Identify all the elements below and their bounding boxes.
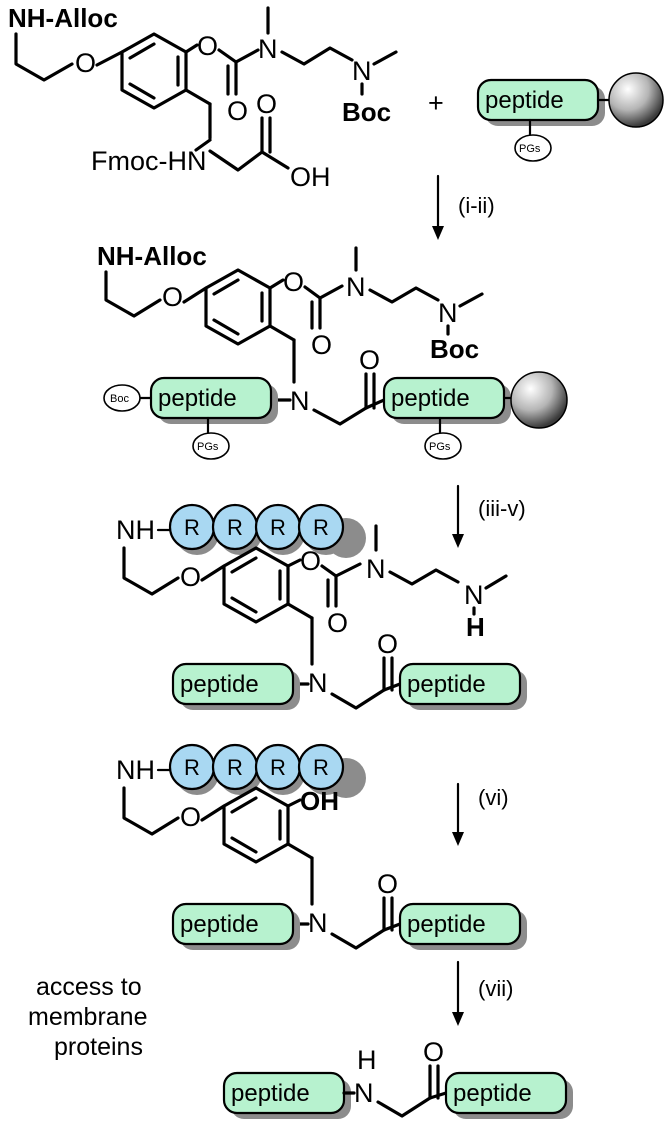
aryl-oxygen-label-3: O bbox=[300, 546, 321, 576]
arg-label: R bbox=[313, 755, 329, 780]
peptide-label-left-4: peptide bbox=[180, 911, 259, 938]
nh-alloc-label: NH-Alloc bbox=[8, 3, 118, 33]
ether-oxygen-label-4: O bbox=[180, 802, 201, 832]
resin-bead-icon-2 bbox=[510, 371, 568, 429]
amide-hydrogen-label-5: H bbox=[357, 1045, 377, 1075]
phenol-oh-label: OH bbox=[300, 786, 339, 816]
starting-material: NH-Alloc O O O N N Boc Fmoc-HN O OH bbox=[8, 3, 398, 192]
peptide-label-right-5: peptide bbox=[453, 1080, 532, 1107]
fmoc-hn-label: Fmoc-HN bbox=[91, 146, 207, 176]
ketone-oxygen-label-3: O bbox=[377, 629, 398, 659]
final-product: peptide N H O peptide bbox=[222, 1037, 573, 1119]
peptide-label-left-5: peptide bbox=[231, 1080, 310, 1107]
arg-label: R bbox=[313, 515, 329, 540]
ketone-oxygen-label-5: O bbox=[423, 1037, 444, 1067]
carbamate-nitrogen-label-2: N bbox=[346, 272, 366, 302]
note-line-2: membrane bbox=[28, 1003, 148, 1031]
step-label-3: (vi) bbox=[478, 785, 509, 810]
boc-label-2: Boc bbox=[430, 334, 479, 364]
pgs-tag: PGs bbox=[519, 143, 541, 155]
carbamate-nitrogen-label-3: N bbox=[366, 554, 386, 584]
resin-bead-icon bbox=[608, 72, 664, 128]
boc-label-1: Boc bbox=[342, 97, 391, 127]
nh-label-3: NH bbox=[116, 515, 155, 545]
peptide-label-left-2: peptide bbox=[158, 385, 237, 412]
ether-oxygen-label-2: O bbox=[162, 282, 183, 312]
nh-label-4: NH bbox=[116, 755, 155, 785]
aryl-oxygen-label-2: O bbox=[283, 267, 304, 297]
arg-label: R bbox=[227, 515, 243, 540]
arginine-chain-3: R R R R bbox=[168, 503, 366, 558]
step-label-4: (vii) bbox=[478, 976, 513, 1001]
amine-hydrogen-label-3: H bbox=[466, 612, 485, 642]
ether-oxygen-label-3: O bbox=[180, 562, 201, 592]
amine-nitrogen-label-3: N bbox=[464, 580, 484, 610]
tertiary-nitrogen-label-4: N bbox=[308, 908, 328, 938]
note-line-1: access to bbox=[36, 973, 142, 1001]
plus-sign: + bbox=[428, 88, 444, 118]
intermediate-deprotected: NH R R R R O O O N bbox=[116, 503, 527, 710]
carbamate-nitrogen-label: N bbox=[258, 34, 278, 64]
ketone-oxygen-label-4: O bbox=[377, 869, 398, 899]
pgs-tag-left-2: PGs bbox=[197, 441, 219, 453]
resin-peptide: peptide PGs bbox=[476, 72, 664, 162]
amine-nitrogen-label: N bbox=[352, 56, 372, 86]
peptide-label-right-2: peptide bbox=[391, 385, 470, 412]
carbonyl-oxygen-label-3: O bbox=[327, 608, 348, 638]
peptide-label-right-4: peptide bbox=[407, 911, 486, 938]
pgs-tag-right-2: PGs bbox=[429, 441, 451, 453]
arginine-chain-4: R R R R bbox=[168, 743, 366, 798]
tertiary-nitrogen-label-3: N bbox=[308, 668, 328, 698]
arg-label: R bbox=[270, 515, 286, 540]
step-label-1: (i-ii) bbox=[458, 193, 495, 218]
amide-nitrogen-label-5: N bbox=[354, 1078, 374, 1108]
arg-label: R bbox=[184, 755, 200, 780]
peptide-label-left-3: peptide bbox=[180, 671, 259, 698]
carbonyl-oxygen-label-2: O bbox=[311, 330, 332, 360]
acid-oxygen-label: O bbox=[256, 89, 277, 119]
step-label-2: (iii-v) bbox=[478, 496, 526, 521]
aryl-oxygen-label: O bbox=[197, 31, 218, 61]
arg-label: R bbox=[227, 755, 243, 780]
note-line-3: proteins bbox=[54, 1033, 143, 1061]
ketone-oxygen-label-2: O bbox=[359, 345, 380, 375]
boc-tag: Boc bbox=[110, 393, 129, 405]
ether-oxygen-label: O bbox=[75, 48, 96, 78]
hydroxyl-label: OH bbox=[290, 162, 331, 192]
arg-label: R bbox=[184, 515, 200, 540]
arg-label: R bbox=[270, 755, 286, 780]
intermediate-resin-bound: NH-Alloc O O O N N Boc N O peptid bbox=[97, 241, 568, 460]
peptide-label-right-3: peptide bbox=[407, 671, 486, 698]
nh-alloc-label-2: NH-Alloc bbox=[97, 241, 207, 271]
phenol-intermediate: NH R R R R O OH N bbox=[116, 743, 527, 950]
tertiary-nitrogen-label-2: N bbox=[290, 386, 310, 416]
amine-nitrogen-label-2: N bbox=[438, 298, 458, 328]
peptide-label: peptide bbox=[485, 87, 564, 114]
carbonyl-oxygen-label: O bbox=[227, 96, 248, 126]
